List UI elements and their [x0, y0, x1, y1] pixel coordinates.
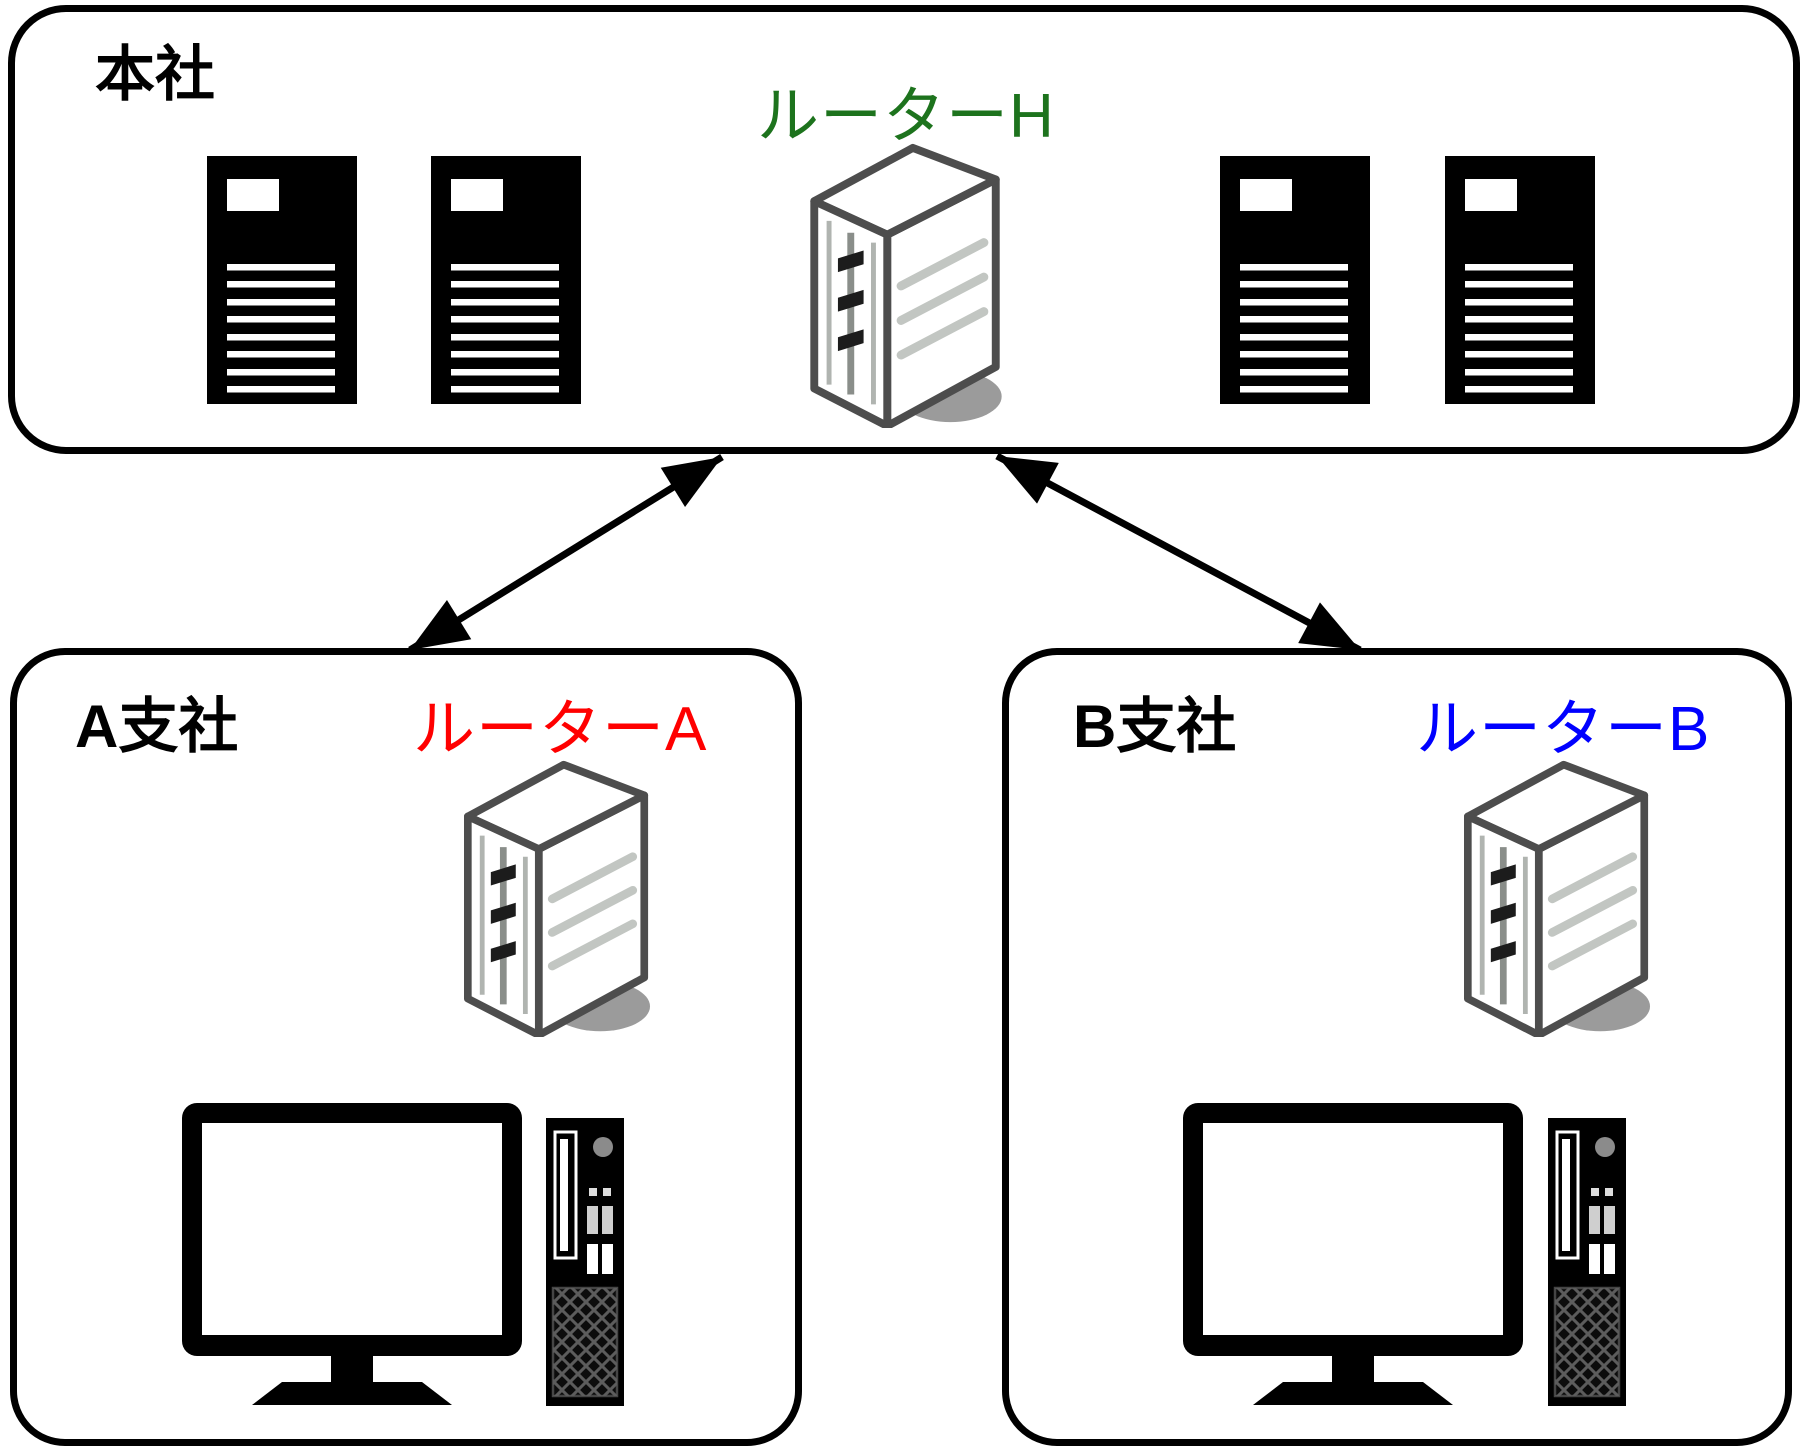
branch-a-label: A支社: [75, 693, 239, 760]
link-arrow-head-office-branch-a: [408, 454, 724, 653]
desktop-tower-icon: [546, 1118, 624, 1406]
desktop-tower-icon: [1548, 1118, 1626, 1406]
monitor-icon: [182, 1103, 522, 1405]
router-icon: [1454, 757, 1660, 1037]
router-icon: [802, 140, 1010, 428]
router-b-label: ルーターB: [1416, 695, 1711, 764]
server-icon: [1220, 156, 1370, 404]
server-icon: [431, 156, 581, 404]
branch-a-box: A支社 ルーターA: [10, 648, 802, 1446]
server-icon: [207, 156, 357, 404]
head-office-label: 本社: [95, 41, 215, 108]
router-h-label: ルーターH: [757, 82, 1055, 151]
head-office-box: 本社 ルーターH: [8, 5, 1800, 454]
monitor-icon: [1183, 1103, 1523, 1405]
branch-b-label: B支社: [1073, 693, 1237, 760]
server-icon: [1445, 156, 1595, 404]
link-arrow-head-office-branch-b: [995, 452, 1362, 654]
branch-b-box: B支社 ルーターB: [1002, 648, 1792, 1446]
router-a-label: ルーターA: [413, 695, 708, 764]
router-icon: [454, 757, 660, 1037]
